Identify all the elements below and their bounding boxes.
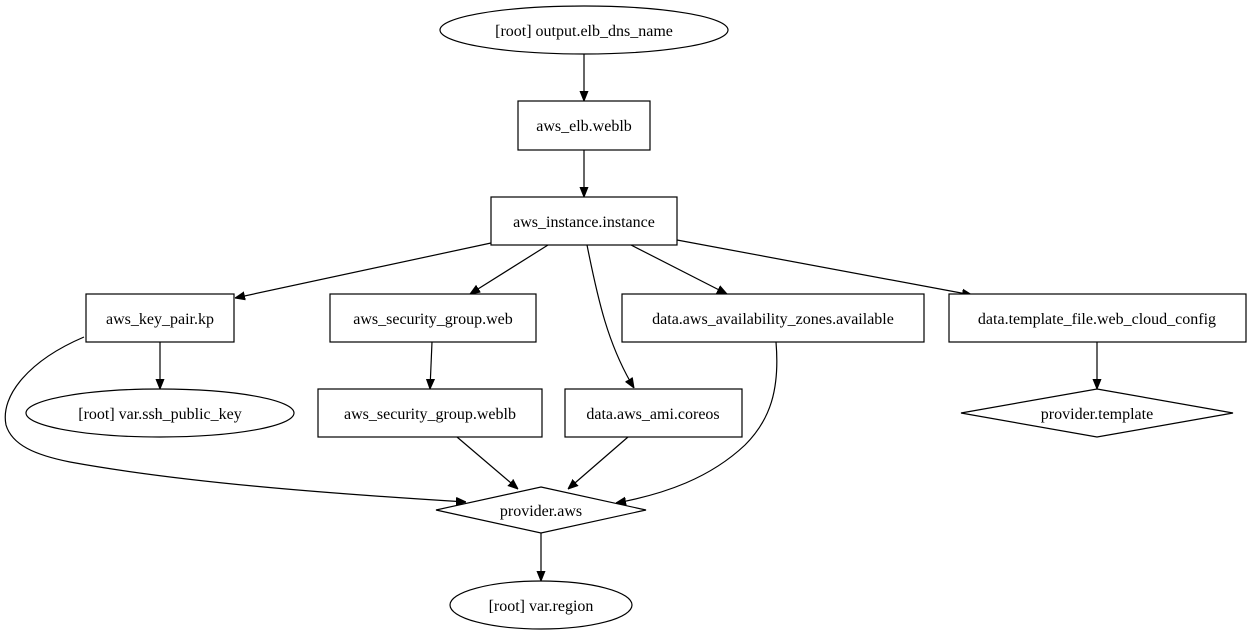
edge-instance-to-template-file bbox=[676, 239, 972, 295]
edge-instance-to-sg-web bbox=[470, 244, 549, 294]
edge-instance-to-ami bbox=[586, 244, 634, 388]
node-provider-aws: provider.aws bbox=[435, 486, 647, 534]
edge-key-pair-to-provider-aws bbox=[4, 336, 466, 502]
edges bbox=[4, 54, 1097, 581]
edge-availability-zones-to-provider-aws bbox=[616, 341, 778, 503]
node-label: aws_key_pair.kp bbox=[106, 311, 214, 328]
edge-sg-weblb-to-provider-aws bbox=[456, 436, 518, 489]
nodes: [root] output.elb_dns_name aws_elb.weblb… bbox=[25, 5, 1247, 630]
node-label: provider.aws bbox=[500, 503, 582, 520]
node-var-region: [root] var.region bbox=[449, 580, 633, 630]
node-data-aws-ami-coreos: data.aws_ami.coreos bbox=[564, 388, 743, 438]
edge-instance-to-key-pair bbox=[235, 242, 492, 298]
node-output-elb-dns-name: [root] output.elb_dns_name bbox=[439, 5, 729, 55]
node-label: [root] var.ssh_public_key bbox=[78, 406, 242, 423]
node-label: aws_security_group.web bbox=[353, 311, 513, 328]
node-aws-security-group-weblb: aws_security_group.weblb bbox=[317, 388, 543, 438]
node-label: [root] output.elb_dns_name bbox=[495, 23, 673, 40]
node-data-template-file-web-cloud-config: data.template_file.web_cloud_config bbox=[948, 293, 1247, 343]
node-label: aws_instance.instance bbox=[513, 214, 655, 231]
node-aws-elb-weblb: aws_elb.weblb bbox=[517, 100, 651, 151]
node-label: aws_elb.weblb bbox=[536, 118, 632, 135]
node-label: aws_security_group.weblb bbox=[344, 406, 516, 423]
node-aws-instance-instance: aws_instance.instance bbox=[490, 196, 678, 246]
node-label: data.aws_availability_zones.available bbox=[652, 311, 894, 328]
node-data-aws-availability-zones-available: data.aws_availability_zones.available bbox=[621, 293, 925, 343]
node-label: data.aws_ami.coreos bbox=[586, 406, 719, 423]
node-var-ssh-public-key: [root] var.ssh_public_key bbox=[25, 388, 295, 438]
node-label: provider.template bbox=[1041, 406, 1153, 423]
node-label: data.template_file.web_cloud_config bbox=[978, 311, 1216, 328]
node-aws-key-pair-kp: aws_key_pair.kp bbox=[85, 293, 235, 343]
node-aws-security-group-web: aws_security_group.web bbox=[329, 293, 537, 343]
node-provider-template: provider.template bbox=[960, 388, 1234, 438]
edge-sg-web-to-sg-weblb bbox=[430, 341, 432, 389]
edge-ami-to-provider-aws bbox=[568, 436, 629, 489]
node-label: [root] var.region bbox=[489, 598, 594, 615]
edge-instance-to-availability-zones bbox=[630, 244, 727, 294]
